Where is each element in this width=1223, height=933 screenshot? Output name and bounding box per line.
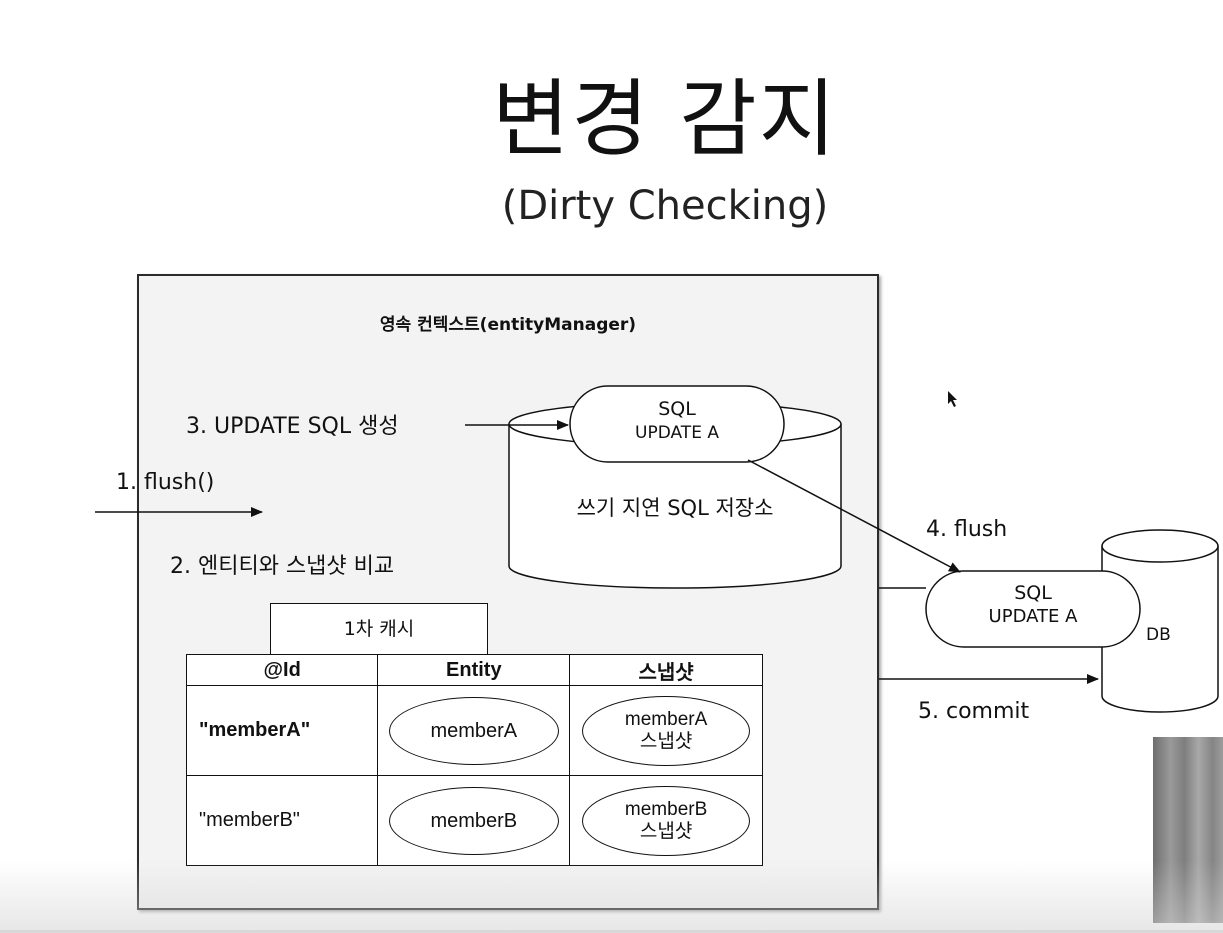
entity-ellipse: memberA [388, 696, 559, 765]
snapshot-line1: memberA [624, 708, 708, 730]
db-sql-capsule [925, 570, 1141, 648]
arrow-flush-to-db [747, 459, 961, 573]
step-1-label: 1. flush() [116, 470, 215, 495]
step-5-label: 5. commit [918, 699, 1030, 724]
header-id: @Id [185, 654, 379, 686]
store-sql-text: SQL UPDATE A [570, 397, 784, 445]
header-entity: Entity [377, 654, 571, 686]
step-2-label: 2. 엔티티와 스냅샷 비교 [170, 554, 395, 579]
row-id: "memberA" [185, 685, 379, 776]
first-level-cache-title: 1차 캐시 [270, 603, 488, 655]
db-sql-line1: SQL [1014, 582, 1052, 604]
first-level-cache-table: @Id Entity 스냅샷 "memberA" memberA memberA… [185, 654, 763, 866]
row-entity-cell: memberA [377, 685, 571, 776]
snapshot-line2: 스냅샷 [639, 820, 693, 842]
step-3-label: 3. UPDATE SQL 생성 [186, 414, 399, 439]
slide-subtitle: (Dirty Checking) [501, 183, 829, 229]
entity-ellipse: memberB [388, 786, 559, 855]
snapshot-line2: 스냅샷 [639, 730, 693, 752]
video-progress-bar [0, 930, 1223, 933]
persistence-context-title: 영속 컨텍스트(entityManager) [379, 315, 637, 335]
header-snapshot: 스냅샷 [569, 654, 763, 686]
row-entity-cell: memberB [377, 775, 571, 866]
cursor-icon [948, 391, 957, 407]
store-sql-line1: SQL [658, 398, 696, 420]
webcam-overlay [1153, 737, 1223, 923]
db-sql-text: SQL UPDATE A [926, 581, 1140, 629]
store-sql-capsule [569, 385, 785, 463]
write-behind-store-label: 쓰기 지연 SQL 저장소 [576, 496, 774, 520]
db-sql-line2: UPDATE A [988, 606, 1078, 627]
store-sql-line2: UPDATE A [635, 423, 719, 443]
step-4-label: 4. flush [926, 517, 1008, 542]
db-label: DB [1146, 625, 1171, 645]
row-id: "memberB" [185, 775, 379, 866]
snapshot-line1: memberB [624, 798, 708, 820]
table-header-row: @Id Entity 스냅샷 [185, 654, 763, 686]
slide-title: 변경 감지 [492, 70, 838, 168]
